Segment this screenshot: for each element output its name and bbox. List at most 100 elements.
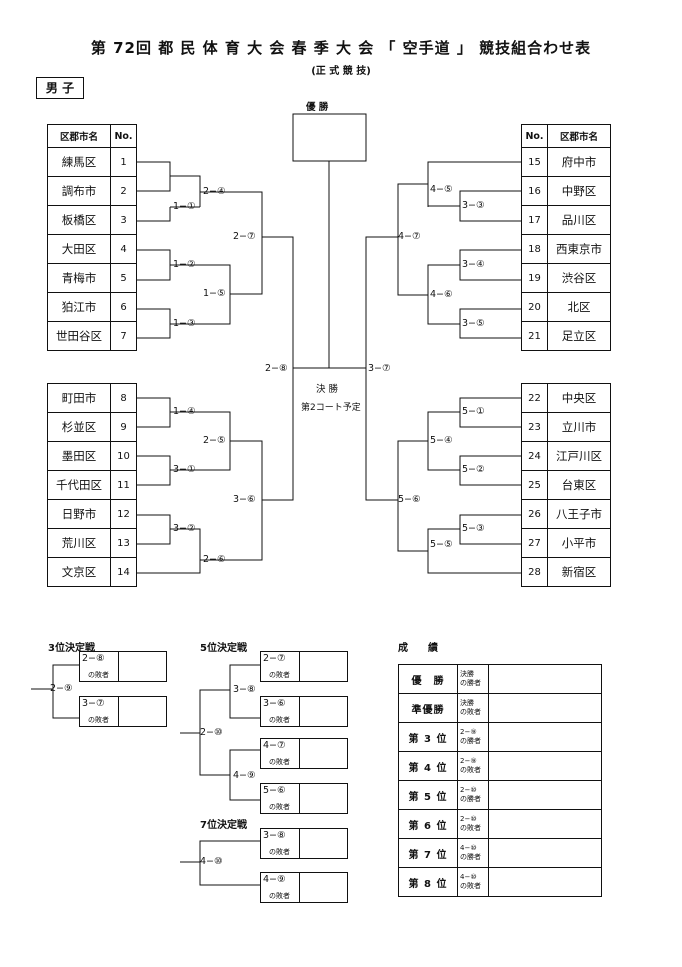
rank-source-match: 4−⑩: [460, 873, 477, 881]
page-title: 第 72回 都 民 体 育 大 会 春 季 大 会 「 空手道 」 競技組合わせ…: [90, 39, 592, 57]
team-no: 16: [521, 176, 548, 206]
team-no: 24: [521, 441, 548, 471]
match-label: 5−②: [462, 464, 485, 475]
rank-source-result: の勝者: [460, 679, 481, 687]
header-no: No.: [110, 124, 137, 148]
match-label: 3−①: [173, 464, 196, 475]
rank-source-match: 決勝: [460, 699, 474, 707]
rank-label: 第 4 位: [398, 751, 458, 781]
fifth-place-title: 5位決定戦: [200, 643, 247, 654]
final-court: 第2コート予定: [301, 403, 361, 413]
match-label: 2−④: [203, 186, 226, 197]
slot-loser: の敗者: [269, 671, 290, 679]
match-label: 4−⑤: [430, 184, 453, 195]
team-no: 7: [110, 321, 137, 351]
header-name: 区郡市名: [47, 124, 111, 148]
rank-source-result: の敗者: [460, 766, 481, 774]
team-name: 江戸川区: [547, 441, 611, 471]
team-name: 狛江市: [47, 292, 111, 322]
rank-source-result: の敗者: [460, 708, 481, 716]
team-no: 4: [110, 234, 137, 264]
team-name: 墨田区: [47, 441, 111, 471]
team-no: 8: [110, 383, 137, 413]
slot-loser: の敗者: [88, 671, 109, 679]
team-no: 21: [521, 321, 548, 351]
team-name: 千代田区: [47, 470, 111, 500]
team-name: 町田市: [47, 383, 111, 413]
rank-source-match: 2−⑨: [460, 728, 477, 736]
rank-source: 決勝の敗者: [457, 693, 489, 723]
match-label: 1−②: [173, 259, 196, 270]
match-label: 5−④: [430, 435, 453, 446]
match-label: 3−②: [173, 523, 196, 534]
match-label: 4−⑦: [398, 231, 421, 242]
table-row: 準優勝決勝の敗者: [398, 693, 602, 723]
team-name: 板橋区: [47, 205, 111, 235]
team-name: 杉並区: [47, 412, 111, 442]
slot-source: 2−⑦: [263, 653, 286, 664]
team-name: 新宿区: [547, 557, 611, 587]
fifth-place-slot: 3−⑥ の敗者: [260, 696, 348, 727]
match-label: 4−⑩: [200, 856, 223, 867]
team-name: 青梅市: [47, 263, 111, 293]
gender-label: 男 子: [36, 77, 84, 99]
slot-loser: の敗者: [269, 758, 290, 766]
team-name: 府中市: [547, 147, 611, 177]
seventh-place-slot: 3−⑧ の敗者: [260, 828, 348, 859]
match-label: 5−③: [462, 523, 485, 534]
slot-source: 3−⑦: [82, 698, 105, 709]
rank-label: 第 3 位: [398, 722, 458, 752]
rank-label: 第 7 位: [398, 838, 458, 868]
rank-label: 第 8 位: [398, 867, 458, 897]
rank-source-match: 決勝: [460, 670, 474, 678]
team-no: 20: [521, 292, 548, 322]
rank-source-match: 2−⑨: [460, 757, 477, 765]
team-name: 調布市: [47, 176, 111, 206]
match-label: 1−④: [173, 406, 196, 417]
slot-source: 4−⑦: [263, 740, 286, 751]
team-name: 中野区: [547, 176, 611, 206]
team-no: 15: [521, 147, 548, 177]
rank-source-result: の勝者: [460, 795, 481, 803]
team-name: 立川市: [547, 412, 611, 442]
match-label: 4−⑥: [430, 289, 453, 300]
slot-source: 2−⑧: [82, 653, 105, 664]
team-no: 27: [521, 528, 548, 558]
header-no: No.: [521, 124, 548, 148]
result-cell: [488, 867, 602, 897]
match-label: 5−①: [462, 406, 485, 417]
match-label: 3−④: [462, 259, 485, 270]
team-name: 台東区: [547, 470, 611, 500]
team-no: 13: [110, 528, 137, 558]
final-left-match: 2−⑧: [265, 363, 288, 374]
match-label: 2−⑨: [50, 683, 73, 694]
team-name: 世田谷区: [47, 321, 111, 351]
team-no: 18: [521, 234, 548, 264]
